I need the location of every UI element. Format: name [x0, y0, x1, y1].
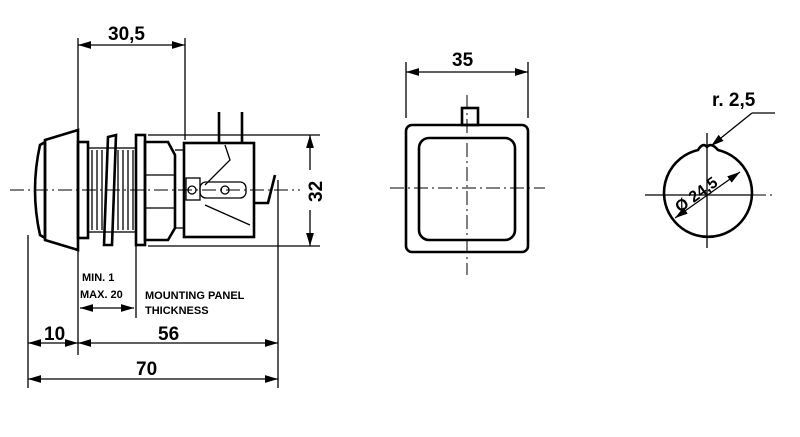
tab [460, 106, 480, 127]
lens [33, 139, 47, 241]
front-view: 35 [390, 50, 545, 275]
dim-10: 10 [44, 324, 65, 345]
cutout-view: Ø 24,5 r. 2,5 [645, 90, 775, 248]
nut [102, 133, 118, 247]
panel-min: MIN. 1 [82, 272, 114, 284]
panel-max: MAX. 20 [80, 289, 123, 301]
dim-32: 32 [306, 181, 327, 202]
dim-70: 70 [136, 359, 157, 380]
hex-nut [143, 140, 177, 242]
cutout-outline [662, 143, 754, 239]
mounting-panel-label: MOUNTING PANEL [145, 290, 245, 302]
bezel-inner [417, 136, 517, 242]
radius-label: r. 2,5 [712, 90, 756, 111]
side-view: 30,5 32 MIN. 1 MAX. 20 MOUNTING PANEL TH… [10, 24, 327, 388]
dim-56: 56 [158, 324, 179, 345]
dim-30-5: 30,5 [108, 24, 145, 45]
thickness-label: THICKNESS [145, 305, 209, 317]
dim-35: 35 [452, 50, 474, 71]
switch-body [182, 141, 256, 239]
